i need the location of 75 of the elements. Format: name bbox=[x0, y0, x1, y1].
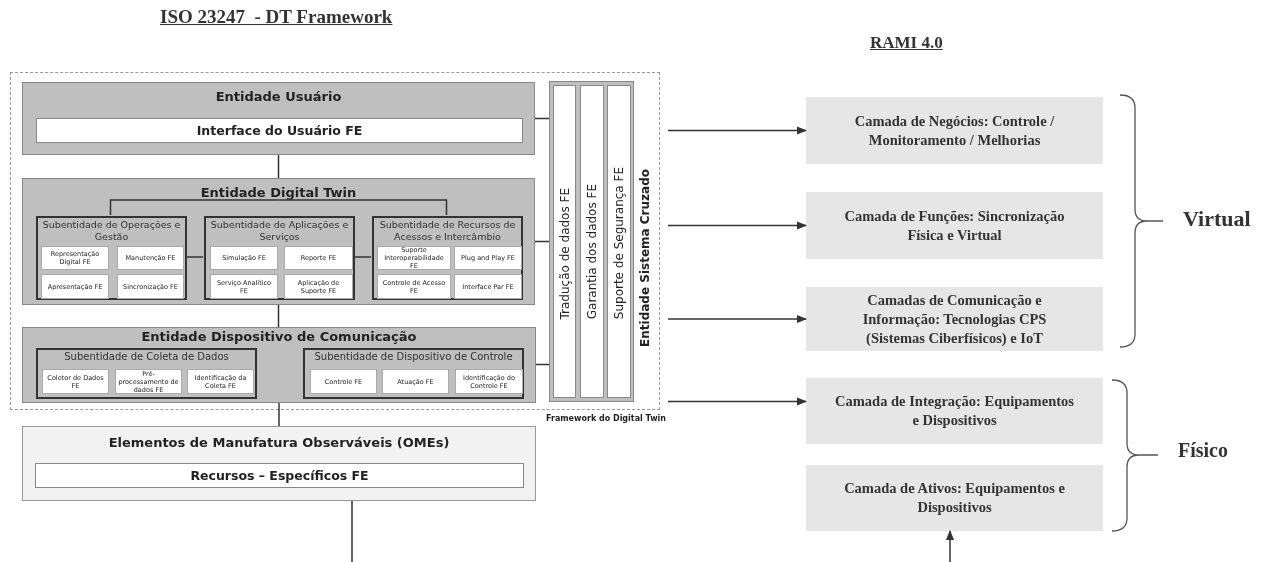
function-bar bbox=[35, 463, 524, 488]
ome-panel bbox=[22, 426, 536, 501]
arrow bbox=[667, 397, 808, 406]
subentity-box bbox=[303, 348, 524, 399]
function-box bbox=[454, 274, 522, 299]
connector-line bbox=[534, 117, 550, 120]
layer-label: Camadas de Comunicação e Informação: Tecnologias CPS (Sistemas Ciberfísicos) e IoT bbox=[861, 290, 1048, 348]
subentity-heading: Subentidade de Coleta de Dados bbox=[64, 351, 229, 363]
group-label: Virtual bbox=[1183, 206, 1251, 232]
function-box bbox=[210, 246, 278, 270]
function-column bbox=[580, 85, 604, 398]
layer-label: Camada de Integração: Equipamentos e Dispositivos bbox=[834, 392, 1075, 430]
layer-box bbox=[806, 97, 1103, 164]
function-bar bbox=[36, 118, 523, 143]
subentity-heading: Subentidade de Operações e Gestão bbox=[41, 219, 182, 243]
arrow bbox=[667, 126, 808, 135]
connector-line bbox=[277, 154, 280, 179]
group-label: Físico bbox=[1178, 439, 1228, 462]
panel-heading: Entidade Dispositivo de Comunicação bbox=[141, 329, 417, 344]
function-label: Tradução de dados FE bbox=[557, 187, 572, 319]
subentity-box bbox=[204, 216, 355, 300]
function-box bbox=[310, 369, 377, 394]
function-label: Garantia dos dados FE bbox=[585, 183, 599, 319]
function-box bbox=[41, 246, 109, 270]
function-box bbox=[284, 246, 353, 270]
arrow bbox=[667, 221, 808, 230]
entity-panel bbox=[22, 82, 535, 155]
layer-box bbox=[806, 192, 1103, 259]
connector-line bbox=[278, 402, 280, 427]
function-box bbox=[377, 246, 451, 270]
entity-panel bbox=[22, 327, 536, 403]
layer-box bbox=[806, 378, 1103, 444]
subentity-heading: Subentidade de Dispositivo de Controle bbox=[314, 351, 513, 363]
layer-box bbox=[806, 287, 1103, 351]
function-box bbox=[41, 274, 109, 299]
function-label: Interface do Usuário FE bbox=[196, 123, 363, 138]
function-box bbox=[284, 274, 353, 299]
entity-panel bbox=[22, 178, 535, 305]
subentity-heading: Subentidade de Aplicações e Serviços bbox=[209, 219, 350, 243]
connector-line bbox=[109, 199, 280, 216]
subentity-box bbox=[36, 348, 257, 399]
function-label: Suporte de Segurança FE bbox=[612, 166, 626, 319]
function-label: Recursos – Específicos FE bbox=[190, 468, 369, 483]
arrow bbox=[945, 529, 955, 562]
function-box bbox=[382, 369, 449, 394]
title: RAMI 4.0 bbox=[870, 33, 943, 53]
connector-line bbox=[534, 240, 550, 243]
frame-caption: Framework do Digital Twin bbox=[546, 414, 666, 423]
subentity-box bbox=[372, 216, 523, 300]
connector-line bbox=[277, 304, 280, 328]
panel-heading: Elementos de Manufatura Observáveis (OMEs) bbox=[108, 435, 450, 450]
subentity-box bbox=[36, 216, 187, 300]
function-column bbox=[553, 85, 576, 398]
layer-label: Camada de Negócios: Controle / Monitoramento / Melhorias bbox=[853, 111, 1056, 150]
panel-heading: Entidade Digital Twin bbox=[200, 185, 357, 200]
function-box bbox=[455, 369, 523, 394]
layer-label: Camada de Ativos: Equipamentos e Dispositivos bbox=[843, 479, 1066, 517]
function-box bbox=[454, 246, 522, 270]
panel-heading: Entidade Sistema Cruzado bbox=[638, 169, 652, 347]
function-column bbox=[607, 85, 631, 398]
connector-line bbox=[535, 363, 550, 366]
arrow bbox=[667, 314, 808, 324]
panel-heading: Entidade Usuário bbox=[215, 89, 342, 104]
connector-line bbox=[351, 500, 353, 562]
connector-line bbox=[353, 256, 372, 258]
function-box bbox=[117, 246, 184, 270]
subentity-heading: Subentidade de Recursos de Acessos e Intercâmbio bbox=[378, 219, 517, 243]
layer-label: Camada de Funções: Sincronização Física e Virtual bbox=[843, 206, 1066, 245]
connector-line bbox=[277, 199, 448, 216]
layer-box bbox=[806, 465, 1103, 531]
connector-line bbox=[185, 256, 204, 258]
function-box bbox=[187, 369, 254, 394]
function-box bbox=[210, 274, 278, 299]
title: ISO 23247 - DT Framework bbox=[160, 6, 393, 28]
function-box bbox=[117, 274, 184, 299]
